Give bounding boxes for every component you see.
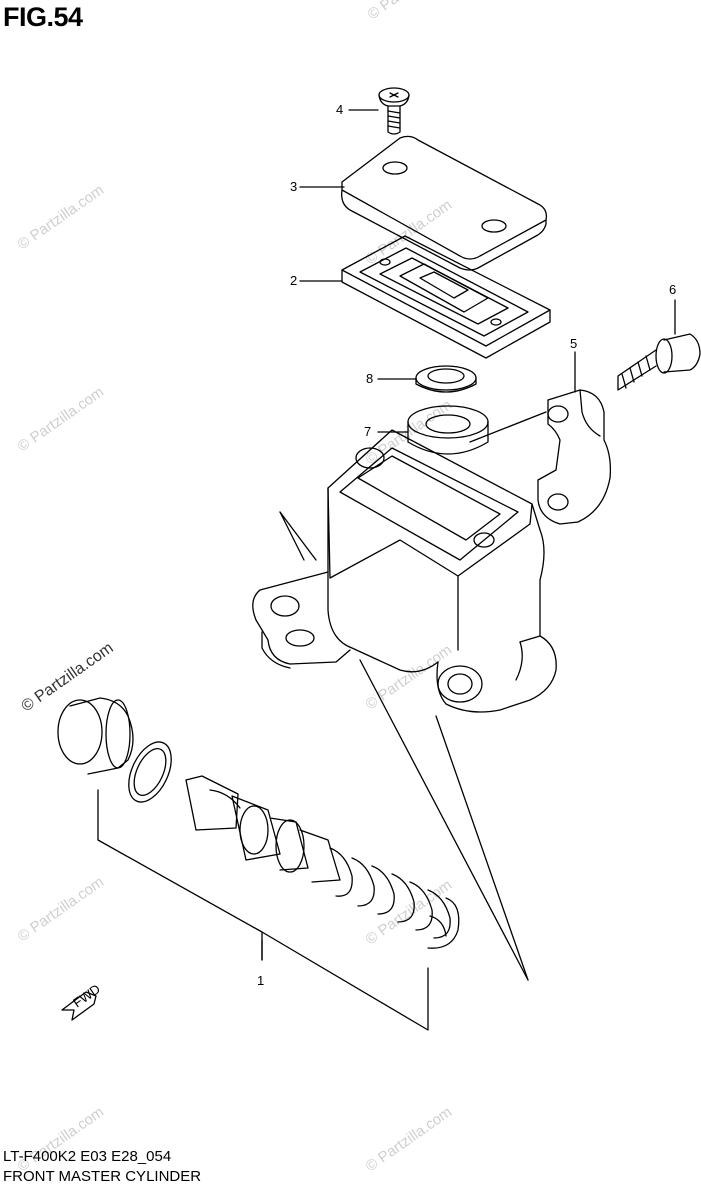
master-cylinder-body (252, 429, 557, 713)
part-7-bellows (407, 405, 489, 455)
watermark: © Partzilla.com (15, 383, 108, 455)
watermark: © Partzilla.com (365, 0, 458, 23)
part-6-bolt (617, 333, 701, 391)
callout-8: 8 (366, 371, 373, 386)
watermark: © Partzilla.com (15, 181, 108, 253)
callout-1: 1 (257, 973, 264, 988)
callout-5: 5 (570, 336, 577, 351)
part-5-clamp (537, 389, 612, 525)
callout-3: 3 (290, 179, 297, 194)
watermark: © Partzilla.com (15, 873, 108, 945)
callout-7: 7 (364, 424, 371, 439)
callout-6: 6 (669, 282, 676, 297)
part-8-plate (415, 365, 477, 393)
part-3-cap (341, 135, 548, 271)
figure-title: FIG.54 (3, 2, 83, 32)
part-2-diaphragm (341, 235, 551, 359)
callout-numbers: 4 3 2 8 7 5 6 1 (257, 102, 676, 988)
callout-4: 4 (336, 102, 343, 117)
figure-caption: FRONT MASTER CYLINDER (3, 1168, 202, 1185)
watermark: © Partzilla.com (363, 1103, 456, 1175)
callout-2: 2 (290, 273, 297, 288)
figure-footer: LT-F400K2 E03 E28_054 FRONT MASTER CYLIN… (3, 1147, 201, 1187)
fwd-arrow-icon (61, 991, 97, 1021)
model-code: LT-F400K2 E03 E28_054 (3, 1148, 172, 1165)
watermark-prominent: © Partzilla.com (19, 640, 117, 716)
watermark: © Partzilla.com (363, 641, 456, 713)
part-1-piston-kit (57, 697, 460, 949)
part-4-screw (378, 87, 410, 135)
leader-lines (97, 109, 676, 1031)
